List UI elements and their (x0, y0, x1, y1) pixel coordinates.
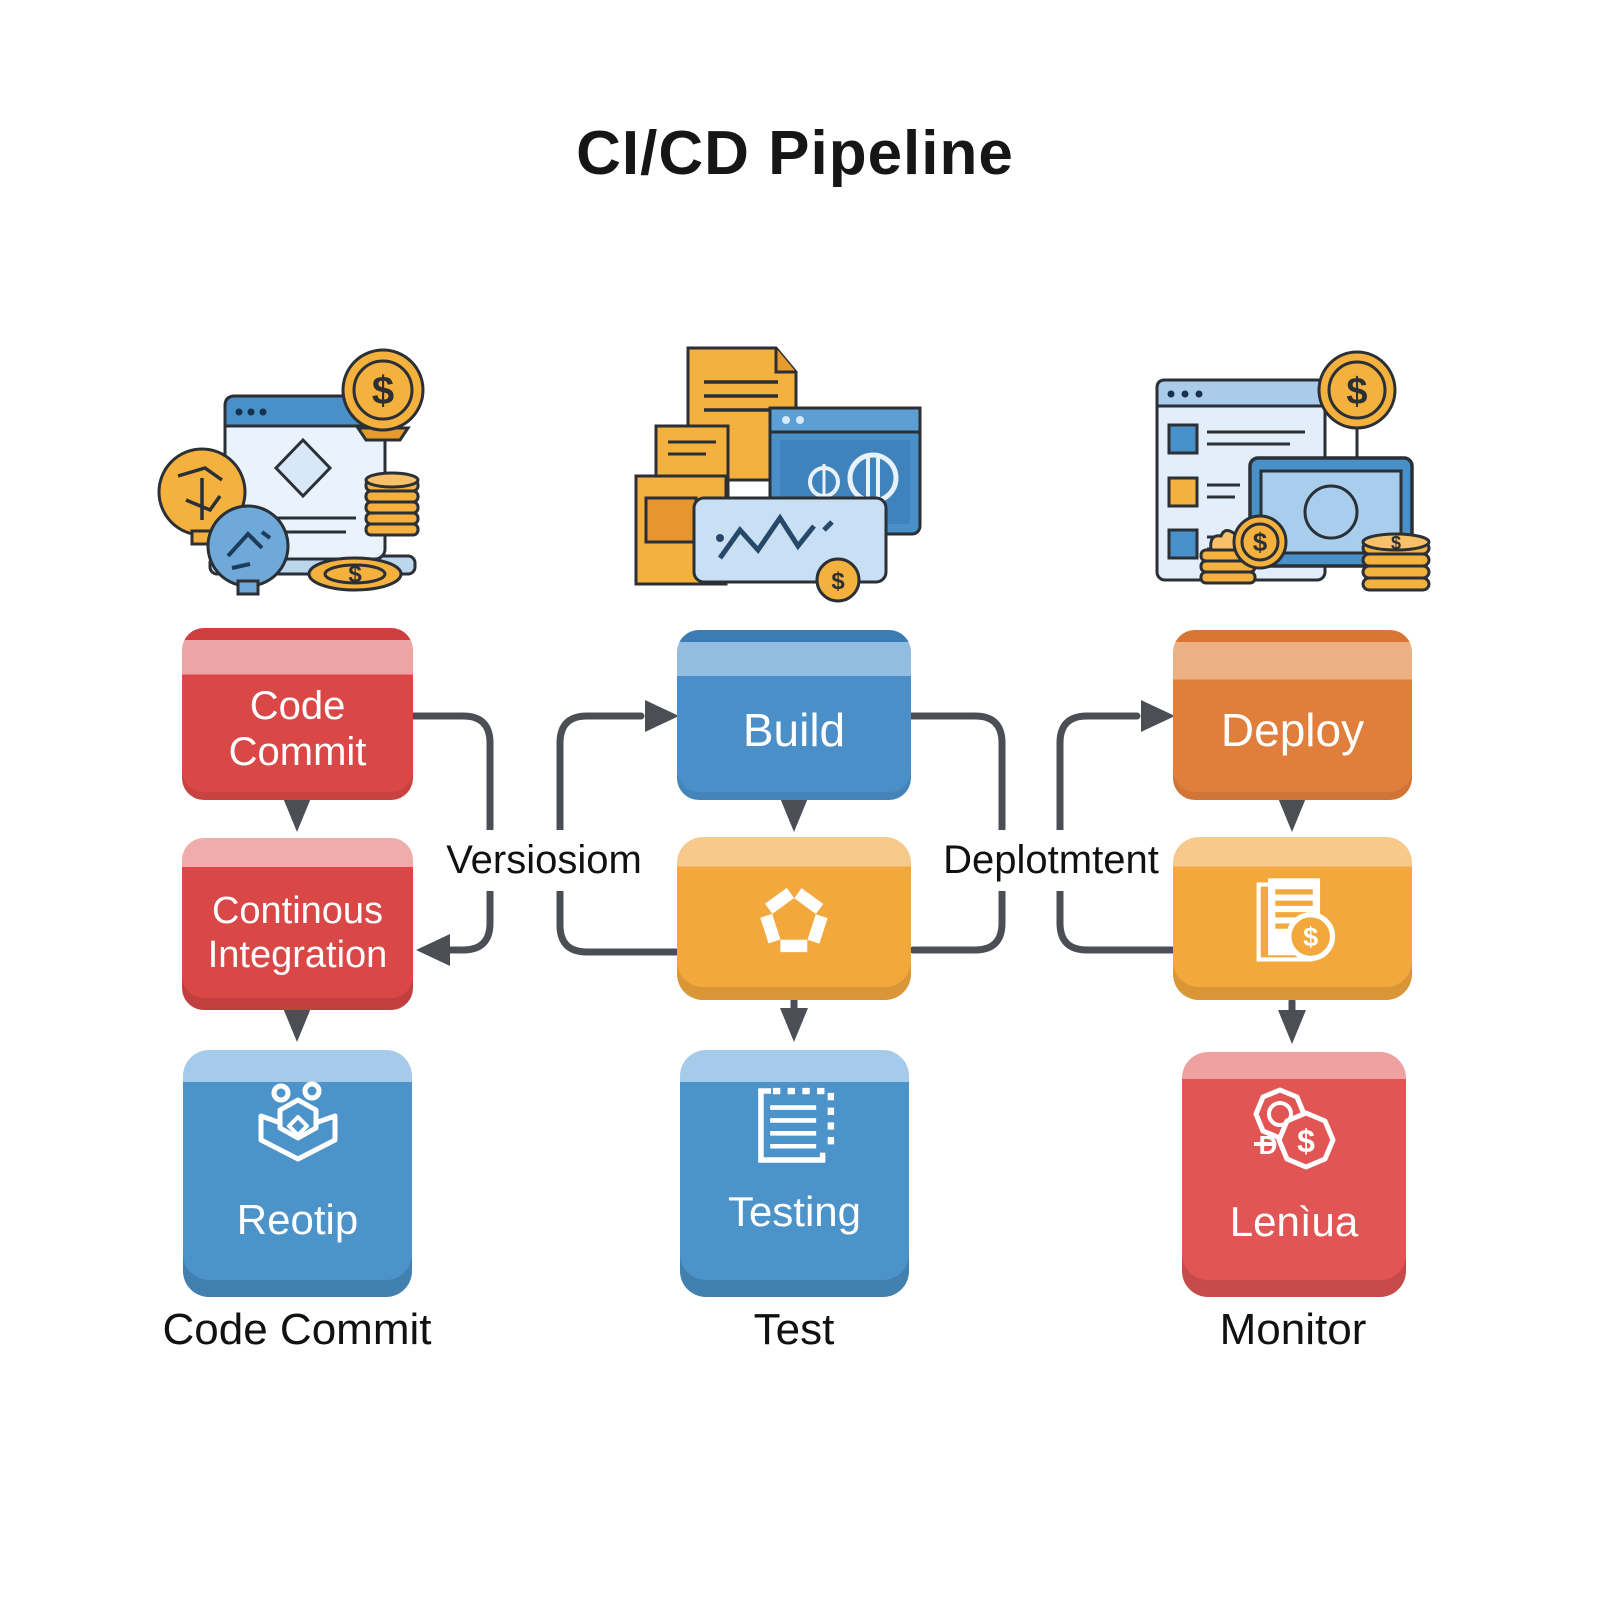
laptop-coins-illustration: $ $ (157, 348, 425, 596)
dollar-coin-icon (815, 557, 861, 603)
diamond-glyph (273, 437, 333, 499)
coin-stack-icon (364, 471, 420, 537)
flat-coin-icon (307, 556, 403, 592)
stage-box-deploy: Deploy (1173, 630, 1412, 800)
dollar-glyph: $ (372, 369, 394, 413)
dollar-glyph: $ (1253, 527, 1268, 557)
invoice-dollar-icon: $ (1256, 877, 1335, 962)
chat-bubble-icon (206, 504, 290, 588)
checklist-icon (757, 1087, 834, 1163)
stage-label: Build (742, 703, 846, 756)
arrowhead-col1-a (283, 798, 311, 832)
stage-box-package (677, 837, 911, 1000)
arrowhead-into-deploy (1141, 700, 1175, 732)
arrowhead-col2-b (780, 1008, 808, 1042)
stage-box-continuous-integration: Continous Integration (182, 838, 413, 1010)
caption-code-commit: Code Commit (162, 1305, 432, 1354)
connector-label-version: Versiosiom (434, 830, 654, 891)
letter-d-glyph: D (1259, 1130, 1278, 1160)
dollar-glyph: $ (1391, 533, 1401, 553)
arrowhead-col3-b (1278, 1010, 1306, 1044)
arrowhead-into-ci (416, 934, 450, 966)
list-bullet-blue (1167, 423, 1199, 455)
dollar-glyph: $ (831, 568, 845, 595)
stage-label: Code Commit (228, 684, 367, 774)
connector-label-deployment: Deplotmtent (931, 830, 1171, 891)
stage-label: Continous Integration (207, 890, 388, 976)
list-bullet-blue (1167, 528, 1199, 560)
caption-monitor: Monitor (1219, 1305, 1367, 1354)
dollar-glyph: $ (1303, 921, 1318, 951)
arrowhead-col3-a (1278, 798, 1306, 832)
stage-box-release-report: $ (1173, 837, 1412, 1000)
zigzag-line (717, 513, 816, 560)
dollar-glyph: $ (348, 561, 362, 588)
coins-badge-icon: D $ (1253, 1087, 1336, 1170)
stage-box-monitoring: D $ Lenìua (1182, 1052, 1406, 1297)
stage-label: Testing (727, 1188, 862, 1235)
stage-box-build: Build (677, 630, 911, 800)
stage-label: Reotip (236, 1196, 359, 1243)
dollar-glyph: $ (1346, 371, 1367, 413)
arrowhead-into-build (645, 700, 679, 732)
page-title: CI/CD Pipeline (576, 119, 1014, 188)
coin-stack-icon (1361, 532, 1431, 592)
caption-test: Test (753, 1305, 835, 1354)
browser-money-illustration: $ $ $ (1155, 350, 1431, 592)
documents-chart-illustration: $ (634, 346, 922, 603)
repository-shield-icon (258, 1081, 337, 1162)
stage-label: Lenìua (1229, 1198, 1359, 1245)
stage-box-code-commit: Code Commit (182, 628, 413, 800)
stage-label: Deploy (1220, 703, 1365, 756)
list-bullet-orange (1167, 476, 1199, 508)
arrowhead-col2-a (780, 798, 808, 832)
arrowhead-col1-b (283, 1008, 311, 1042)
stage-box-testing: Testing (680, 1050, 909, 1297)
pentagon-segments-icon (757, 882, 831, 952)
dollar-glyph: $ (1297, 1123, 1315, 1159)
stage-box-repository: Reotip (183, 1050, 412, 1297)
